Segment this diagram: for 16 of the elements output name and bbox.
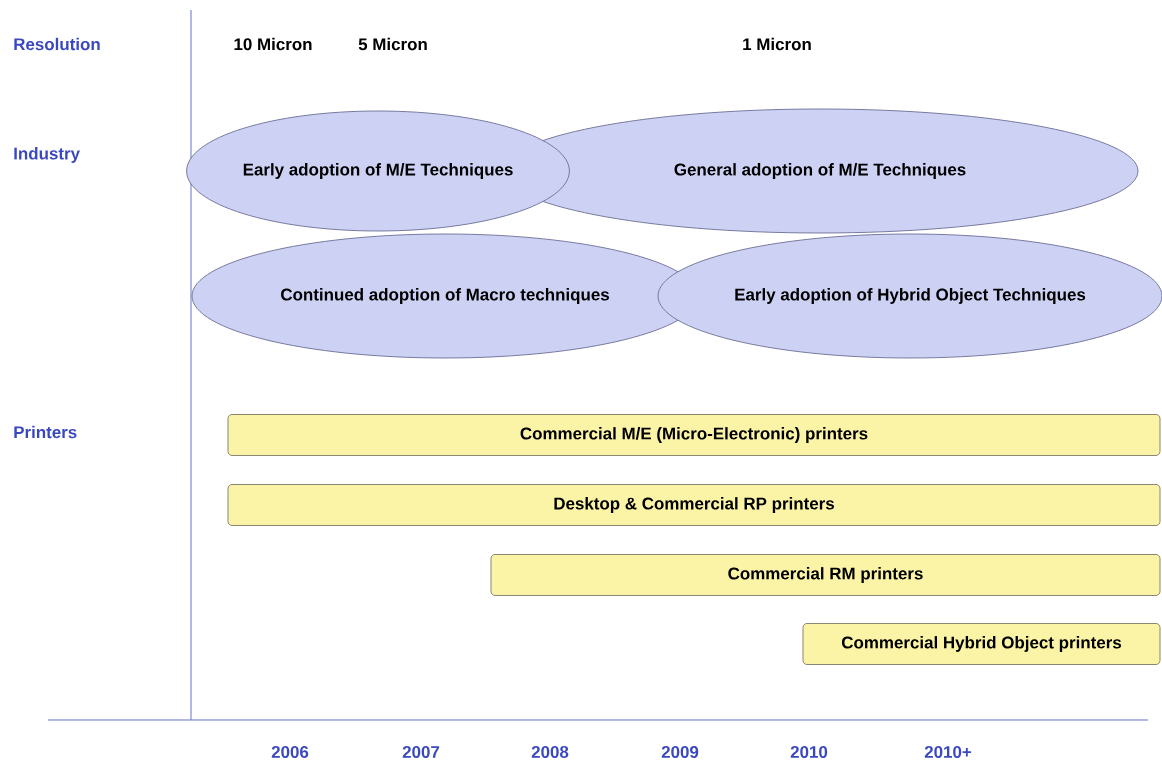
- resolution-value: 10 Micron: [234, 37, 312, 51]
- year-label: 2007: [402, 746, 440, 758]
- resolution-value: 1 Micron: [743, 37, 811, 51]
- year-label: 2006: [271, 746, 309, 758]
- year-label: 2010+: [924, 746, 972, 758]
- axis-label: Resolution: [14, 37, 100, 51]
- timeline-bar: Commercial RM printers: [490, 554, 1161, 596]
- axis-label: Printers: [14, 425, 77, 439]
- axis-label: Industry: [14, 147, 80, 163]
- timeline-bar: Desktop & Commercial RP printers: [227, 484, 1161, 526]
- timeline-bar: Commercial M/E (Micro-Electronic) printers: [227, 414, 1161, 456]
- timeline-bar: Commercial Hybrid Object printers: [802, 623, 1161, 665]
- resolution-value: 5 Micron: [358, 37, 427, 51]
- year-label: 2009: [661, 746, 699, 758]
- year-label: 2010: [790, 746, 828, 758]
- year-label: 2008: [531, 746, 569, 758]
